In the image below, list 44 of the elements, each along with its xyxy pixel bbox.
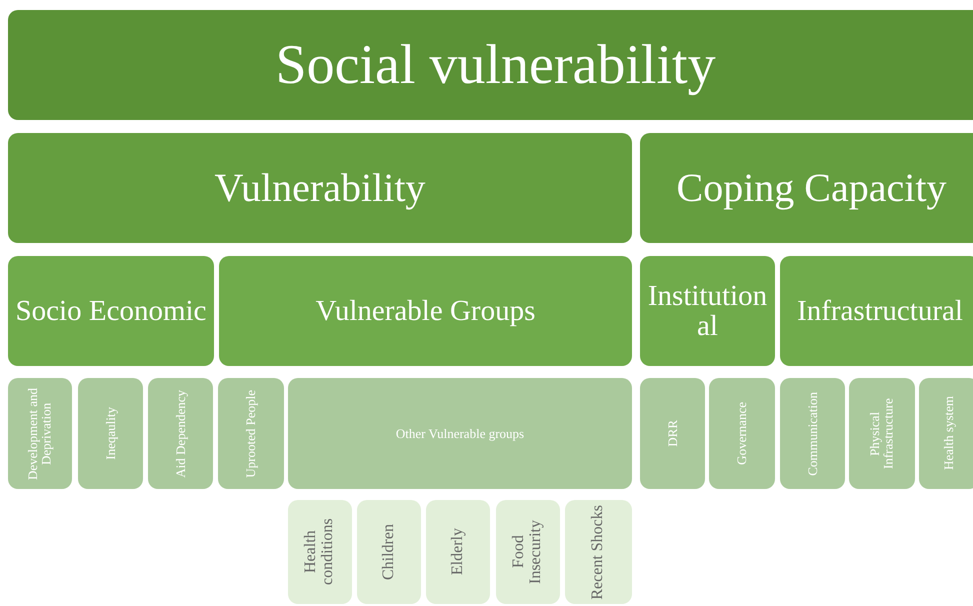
indicator-box xyxy=(426,500,490,604)
indicator-box xyxy=(565,500,632,604)
indicator-box xyxy=(496,500,560,604)
node-label: Physical Infrastructure xyxy=(868,397,896,471)
indicator-box xyxy=(640,378,705,489)
node-label: DRR xyxy=(666,420,680,447)
node-label: Other Vulnerable groups xyxy=(396,426,524,440)
node-label: Ineqaulity xyxy=(104,407,118,460)
node-label: Recent Shocks xyxy=(590,504,607,600)
indicator-box xyxy=(288,500,352,604)
node-label: Health system xyxy=(942,396,956,470)
indicator-box xyxy=(8,378,72,489)
node-label: Health conditions xyxy=(303,518,337,588)
node-label: Infrastructural xyxy=(797,296,963,326)
node-label: Vulnerability xyxy=(214,167,426,209)
node-label: Governance xyxy=(735,402,749,465)
subcategory-box xyxy=(780,256,973,366)
indicator-box xyxy=(709,378,775,489)
node-label: Coping Capacity xyxy=(676,167,946,209)
node-label: Children xyxy=(380,524,398,580)
indicator-box xyxy=(357,500,421,604)
title-banner xyxy=(8,10,973,120)
indicator-box xyxy=(78,378,143,489)
node-label: Social vulnerability xyxy=(275,36,716,94)
node-label: Socio Economic xyxy=(16,296,206,326)
node-label: Institutional xyxy=(646,280,768,342)
subcategory-box xyxy=(8,256,214,366)
node-label: Development and Deprivation xyxy=(26,386,54,482)
indicator-box xyxy=(288,378,632,489)
node-label: Food Insecurity xyxy=(511,519,545,586)
category-box xyxy=(8,133,632,243)
subcategory-box xyxy=(219,256,632,366)
indicator-box xyxy=(849,378,915,489)
indicator-box xyxy=(148,378,213,489)
node-label: Aid Dependency xyxy=(174,390,188,478)
node-label: Elderly xyxy=(450,528,466,576)
node-label: Vulnerable Groups xyxy=(316,296,536,326)
node-label: Communication xyxy=(806,392,820,476)
indicator-box xyxy=(218,378,284,489)
node-label: Uprooted People xyxy=(244,390,258,478)
category-box xyxy=(640,133,973,243)
indicator-box xyxy=(780,378,845,489)
subcategory-box xyxy=(640,256,775,366)
indicator-box xyxy=(919,378,973,489)
